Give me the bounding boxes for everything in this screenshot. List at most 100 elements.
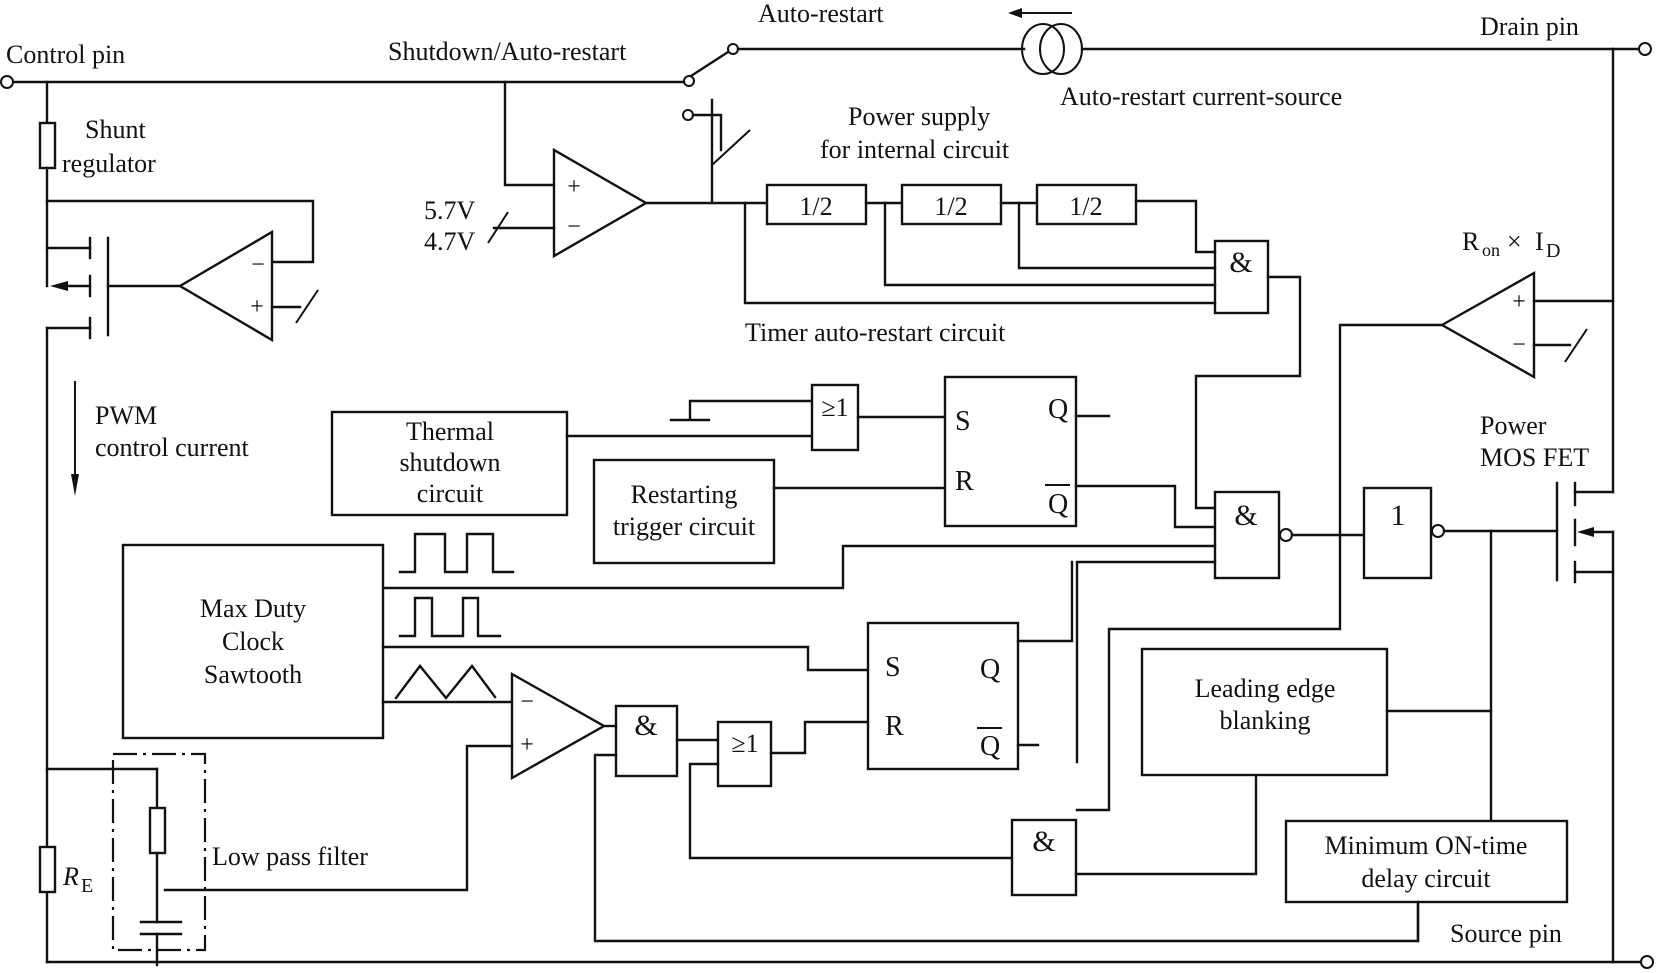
ground-symbol bbox=[669, 399, 814, 422]
latch-flipflop: S R Q Q bbox=[943, 375, 1078, 528]
svg-text:R: R bbox=[955, 466, 974, 497]
svg-text:Leading edge: Leading edge bbox=[1195, 674, 1336, 703]
divider-1: 1/2 bbox=[765, 183, 868, 226]
svg-text:shutdown: shutdown bbox=[399, 448, 500, 477]
thermal-or-gate: ≥1 bbox=[810, 383, 860, 452]
power-mosfet-label-line2: MOS FET bbox=[1480, 443, 1589, 472]
svg-text:&: & bbox=[1229, 246, 1252, 279]
auto-restart-label: Auto-restart bbox=[758, 0, 884, 28]
leb-and-gate: & bbox=[1010, 818, 1078, 897]
pwm-label-line2: control current bbox=[95, 433, 250, 462]
ref-high-label: 5.7V bbox=[424, 196, 476, 225]
svg-text:+: + bbox=[520, 732, 534, 758]
max-duty-waveform-icon bbox=[398, 532, 515, 574]
control-pin-terminal[interactable] bbox=[0, 75, 14, 89]
svg-text:&: & bbox=[1032, 825, 1055, 858]
sawtooth-waveform-icon bbox=[394, 664, 497, 700]
svg-text:Q: Q bbox=[980, 731, 1000, 762]
svg-text:1/2: 1/2 bbox=[799, 192, 832, 221]
svg-text:circuit: circuit bbox=[417, 479, 484, 508]
low-pass-filter-label: Low pass filter bbox=[212, 842, 368, 871]
svg-text:D: D bbox=[1546, 240, 1560, 262]
svg-text:R: R bbox=[885, 711, 904, 742]
svg-text:+: + bbox=[567, 174, 581, 200]
power-supply-label-line1: Power supply bbox=[848, 102, 990, 131]
restart-trigger-block: Restarting trigger circuit bbox=[592, 458, 776, 565]
current-limit-comparator: + − bbox=[1439, 270, 1536, 380]
svg-text:blanking: blanking bbox=[1220, 706, 1311, 735]
filter-capacitor-icon bbox=[139, 920, 183, 936]
svg-text:Max Duty: Max Duty bbox=[200, 594, 306, 623]
clock-pulse-waveform-icon bbox=[398, 596, 502, 638]
pwm-current-arrow bbox=[71, 381, 79, 496]
svg-text:Clock: Clock bbox=[222, 627, 284, 656]
svg-text:Sawtooth: Sawtooth bbox=[204, 660, 302, 689]
timer-auto-restart-label: Timer auto-restart circuit bbox=[745, 318, 1006, 347]
svg-text:+: + bbox=[1512, 289, 1526, 315]
minimum-on-time-block: Minimum ON-time delay circuit bbox=[1284, 819, 1569, 904]
svg-text:trigger circuit: trigger circuit bbox=[613, 512, 756, 541]
svg-text:S: S bbox=[955, 406, 971, 437]
control-pin-label: Control pin bbox=[6, 40, 125, 69]
svg-text:Restarting: Restarting bbox=[631, 480, 738, 509]
shunt-regulator-label-line1: Shunt bbox=[85, 115, 146, 144]
sense-resistor-re bbox=[38, 845, 57, 894]
svg-text:1/2: 1/2 bbox=[1069, 192, 1102, 221]
pwm-and-gate: & bbox=[614, 704, 679, 778]
svg-text:1/2: 1/2 bbox=[934, 192, 967, 221]
shunt-resistor bbox=[38, 121, 57, 170]
drain-pin-terminal[interactable] bbox=[1638, 42, 1652, 56]
current-source-icon bbox=[1008, 8, 1083, 75]
shunt-mosfet-icon bbox=[45, 236, 182, 340]
svg-text:R: R bbox=[62, 862, 79, 891]
svg-text:E: E bbox=[81, 875, 93, 897]
pwm-label-line1: PWM bbox=[95, 401, 157, 430]
leading-edge-blanking-block: Leading edge blanking bbox=[1140, 647, 1389, 777]
internal-supply-switch bbox=[682, 109, 751, 166]
svg-text:&: & bbox=[634, 709, 657, 742]
svg-text:S: S bbox=[885, 652, 901, 683]
svg-text:Q: Q bbox=[980, 654, 1000, 685]
re-label: R E bbox=[62, 862, 93, 897]
divider-2: 1/2 bbox=[900, 183, 1003, 226]
svg-text:delay circuit: delay circuit bbox=[1361, 864, 1491, 893]
svg-text:×: × bbox=[1507, 227, 1522, 256]
svg-text:−: − bbox=[1512, 332, 1526, 358]
pwm-comparator: − + bbox=[510, 671, 607, 781]
ron-id-label: R on × I D bbox=[1462, 227, 1560, 262]
source-pin-label: Source pin bbox=[1450, 919, 1562, 948]
svg-text:−: − bbox=[251, 252, 265, 278]
shutdown-auto-restart-label: Shutdown/Auto-restart bbox=[388, 37, 627, 66]
svg-text:on: on bbox=[1482, 240, 1500, 260]
svg-text:+: + bbox=[250, 294, 264, 320]
svg-text:≥1: ≥1 bbox=[821, 393, 848, 422]
svg-text:Thermal: Thermal bbox=[406, 417, 494, 446]
shunt-regulator-label-line2: regulator bbox=[62, 149, 156, 178]
shunt-error-amplifier: − + bbox=[177, 229, 319, 343]
power-mosfet-icon bbox=[1555, 481, 1615, 964]
svg-text:&: & bbox=[1234, 499, 1257, 532]
svg-text:R: R bbox=[1462, 227, 1480, 256]
svg-text:I: I bbox=[1535, 227, 1544, 256]
svg-text:Minimum ON-time: Minimum ON-time bbox=[1325, 831, 1528, 860]
low-pass-filter-boundary bbox=[111, 752, 207, 952]
auto-restart-current-source-label: Auto-restart current-source bbox=[1060, 82, 1342, 111]
inverter-gate: 1 bbox=[1362, 486, 1445, 580]
ref-low-label: 4.7V bbox=[424, 227, 476, 256]
thermal-shutdown-block: Thermal shutdown circuit bbox=[330, 410, 569, 517]
source-pin-terminal[interactable] bbox=[1640, 955, 1654, 969]
timer-and-gate: & bbox=[1213, 239, 1270, 315]
divider-3: 1/2 bbox=[1035, 183, 1138, 226]
uvlo-comparator: + − bbox=[552, 147, 649, 259]
max-duty-clock-block: Max Duty Clock Sawtooth bbox=[121, 543, 385, 740]
main-nand-gate: & bbox=[1213, 490, 1293, 580]
pwm-or-gate: ≥1 bbox=[716, 720, 773, 788]
drain-pin-label: Drain pin bbox=[1480, 12, 1579, 41]
svg-text:Q: Q bbox=[1048, 394, 1068, 425]
filter-resistor bbox=[148, 806, 167, 855]
svg-text:−: − bbox=[567, 214, 581, 240]
svg-text:1: 1 bbox=[1391, 499, 1406, 532]
svg-text:Q: Q bbox=[1048, 489, 1068, 520]
svg-text:≥1: ≥1 bbox=[731, 729, 758, 758]
